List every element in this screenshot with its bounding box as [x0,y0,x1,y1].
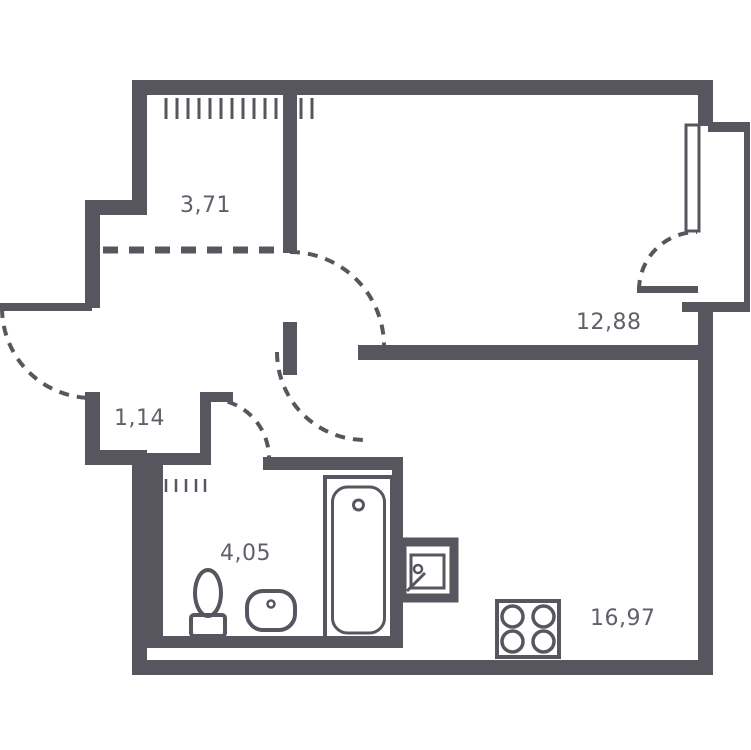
stove-burner [500,629,525,654]
bathtub-icon [323,475,394,642]
wall-mid-horizontal [358,345,713,360]
toilet-bowl [193,568,223,618]
bay-bottom-connector [682,302,750,312]
entrance-door-swing-arc [0,307,93,400]
wall-bathroom-top [263,457,403,470]
entrance-door [0,303,93,400]
room-area-label-wardrobe: 3,71 [180,193,231,218]
wall-step-bottom [85,450,147,465]
stove-burner [531,629,556,654]
wall-bathroom-left [147,465,163,648]
vent-duct-diagonal [405,571,427,593]
wall-left-mid-upper [85,200,100,308]
toilet-tank [189,613,227,638]
sink-drain [266,599,276,609]
wall-closet-stub [200,392,233,402]
bathroom-door-swing-arc [209,397,271,459]
stove-burner [531,604,556,629]
toilet-icon [189,568,227,638]
stove-body [495,599,561,659]
wall-door-pier [283,322,297,375]
bay-top-connector [708,122,750,132]
room-area-label-living-room: 12,88 [576,310,642,335]
vent-duct-outer [397,537,459,603]
room-area-label-closet: 1,14 [114,406,165,431]
wall-hall-bottom [147,453,211,465]
vent-duct-icon [397,537,459,603]
vent-duct-valve [412,563,424,575]
wall-step-top [85,200,147,215]
wall-top [132,80,713,95]
balcony-door-leaf [637,286,698,293]
wall-wardrobe-divider [283,95,297,253]
bathtub-outer [323,475,394,642]
wall-left-lower [132,457,147,675]
wall-bottom [132,660,713,675]
stove-burner [500,604,525,629]
sink-basin [245,589,297,632]
vent-duct-inner [409,553,446,590]
wall-closet-right [200,392,211,465]
balcony-bay [637,122,750,312]
balcony-door-swing-arc [637,230,698,291]
outer-walls [85,80,713,675]
bathtub-drain [352,498,365,512]
room-area-label-bathroom: 4,05 [220,541,271,566]
room-area-label-kitchen-living: 16,97 [590,606,656,631]
wardrobe-hatch-ticks [164,98,314,119]
bathroom-radiator-ticks [164,479,207,492]
bathtub-inner [331,485,386,635]
wall-right-lower [698,302,713,675]
inner-walls [147,95,713,648]
stove-icon [495,599,561,659]
wall-right-upper [698,80,713,126]
bay-outer-line [744,122,750,312]
living-room-door-swing-arc [289,250,386,347]
wall-left-mid-lower [85,392,100,465]
sink-icon [245,589,297,632]
wall-left-upper [132,80,147,215]
window-glass-icon [684,123,701,233]
entrance-door-leaf [0,303,92,311]
